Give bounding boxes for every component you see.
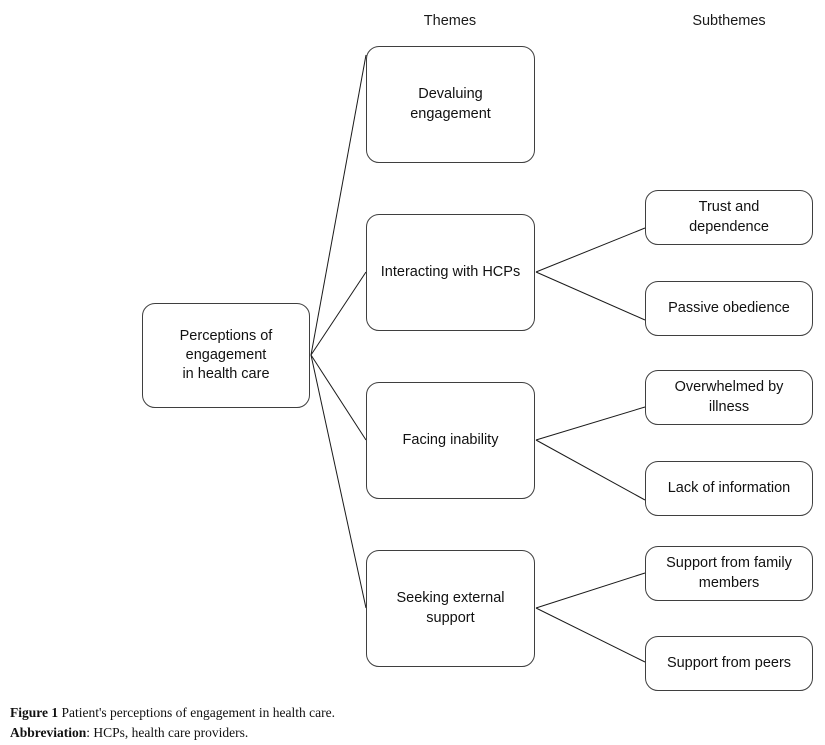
caption-abbreviation-line: Abbreviation: HCPs, health care provider… [10,723,710,743]
node-subtheme-label: Support from family members [666,555,792,591]
node-theme-label: Interacting with HCPs [380,263,521,280]
caption-figure-label: Figure 1 [10,705,59,720]
edge-theme-2-to-sub-1 [535,439,646,501]
node-theme-interacting-with-hcps[interactable]: Interacting with HCPs [366,214,535,331]
figure-caption: Figure 1 Patient's perceptions of engage… [10,703,710,744]
node-theme-devaluing-engagement[interactable]: Devaluing engagement [366,46,535,163]
edge-theme-1-to-sub-1 [535,271,646,321]
column-header-themes: Themes [423,13,477,29]
edge-theme-2-to-sub-0 [535,406,646,441]
node-theme-facing-inability[interactable]: Facing inability [366,382,535,499]
edge-theme-3-to-sub-1 [535,607,646,663]
edge-root-to-theme-0 [310,54,367,356]
node-subtheme-lack-of-information[interactable]: Lack of information [645,461,813,516]
node-subtheme-label: Overwhelmed by illness [674,379,784,415]
node-theme-seeking-external-support[interactable]: Seeking external support [366,550,535,667]
node-subtheme-passive-obedience[interactable]: Passive obedience [645,281,813,336]
edge-root-to-theme-1 [310,271,367,356]
node-subtheme-label: Trust and dependence [689,199,769,235]
caption-abbreviation-label: Abbreviation [10,725,87,741]
column-header-subthemes: Subthemes [692,13,766,29]
node-subtheme-overwhelmed-by-illness[interactable]: Overwhelmed by illness [645,370,813,425]
edge-root-to-theme-3 [310,354,367,609]
node-root[interactable]: Perceptions of engagement in health care [142,303,310,408]
node-theme-label: Facing inability [402,431,499,448]
edge-theme-3-to-sub-0 [535,572,646,609]
node-subtheme-support-from-family-members[interactable]: Support from family members [645,546,813,601]
node-theme-label: Devaluing engagement [410,86,491,122]
node-subtheme-label: Support from peers [666,654,792,671]
caption-abbreviation-text: : HCPs, health care providers. [86,725,249,741]
node-root-label: Perceptions of engagement in health care [179,327,273,383]
node-subtheme-support-from-peers[interactable]: Support from peers [645,636,813,691]
caption-figure-text: Patient's perceptions of engagement in h… [58,705,335,720]
node-subtheme-trust-and-dependence[interactable]: Trust and dependence [645,190,813,245]
edge-root-to-theme-2 [310,354,367,441]
node-theme-label: Seeking external support [396,590,505,626]
node-subtheme-label: Lack of information [667,479,791,496]
edge-theme-1-to-sub-0 [535,227,646,273]
caption-figure-line: Figure 1 Patient's perceptions of engage… [10,703,710,723]
node-subtheme-label: Passive obedience [668,299,790,316]
